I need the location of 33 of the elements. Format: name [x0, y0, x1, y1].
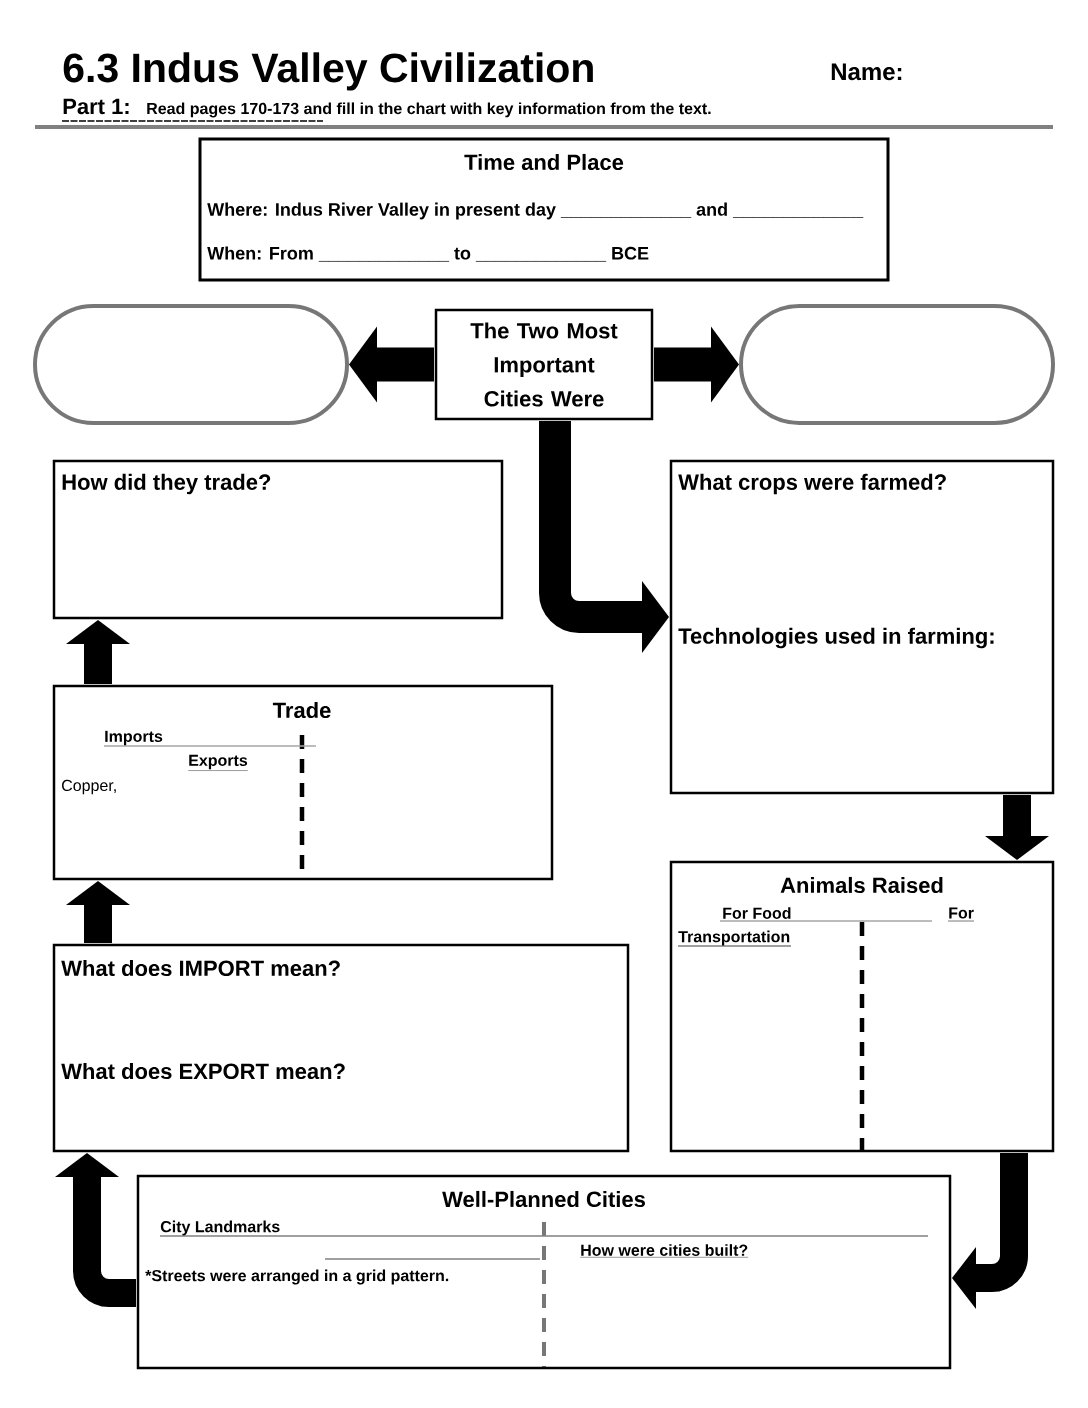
- entry-text: *Streets were arranged in a grid pattern.: [145, 1269, 449, 1285]
- column-heading: Transportation: [678, 930, 790, 946]
- question-text: How did they trade?: [62, 473, 271, 495]
- block-arrow: [55, 1153, 136, 1307]
- entry-text: Copper,: [62, 779, 116, 795]
- block-arrow: [539, 421, 669, 653]
- question-text: What crops were farmed?: [678, 473, 946, 495]
- box-heading: Time and Place: [464, 153, 624, 171]
- name-label: Name:: [831, 63, 902, 81]
- column-heading: Imports: [105, 730, 163, 746]
- question-text: What does IMPORT mean?: [61, 959, 340, 977]
- column-heading: How were cities built?: [580, 1244, 749, 1258]
- page-title: 6.3 Indus Valley Civilization: [63, 52, 593, 91]
- column-heading: Exports: [188, 754, 248, 771]
- column-heading: For Food: [723, 907, 791, 919]
- box-heading: Trade: [272, 701, 331, 719]
- column-heading: For: [949, 907, 974, 919]
- part-label: Part 1:: [63, 98, 129, 115]
- fill-in-sentence: Where: Indus River Valley in present day _____________ and _____________: [207, 202, 864, 220]
- heading-box: The Two Most Important Cities Were: [434, 308, 654, 421]
- block-arrow: [349, 326, 434, 403]
- question-text: What does EXPORT mean?: [61, 1062, 345, 1080]
- box-heading: Animals Raised: [780, 876, 943, 894]
- question-text: Technologies used in farming:: [678, 627, 994, 649]
- block-arrow: [952, 1153, 1028, 1309]
- block-arrow: [66, 620, 130, 684]
- column-heading: City Landmarks: [160, 1220, 280, 1236]
- block-arrow: [654, 326, 739, 403]
- box-heading: Well-Planned Cities: [442, 1190, 645, 1208]
- block-arrow: [66, 881, 130, 943]
- instructions-text: Read pages 170-173 and fill in the chart with key information from the text.: [147, 102, 711, 118]
- fill-in-sentence: When: From _____________ to _____________ BCE: [207, 246, 649, 262]
- block-arrow: [985, 795, 1049, 860]
